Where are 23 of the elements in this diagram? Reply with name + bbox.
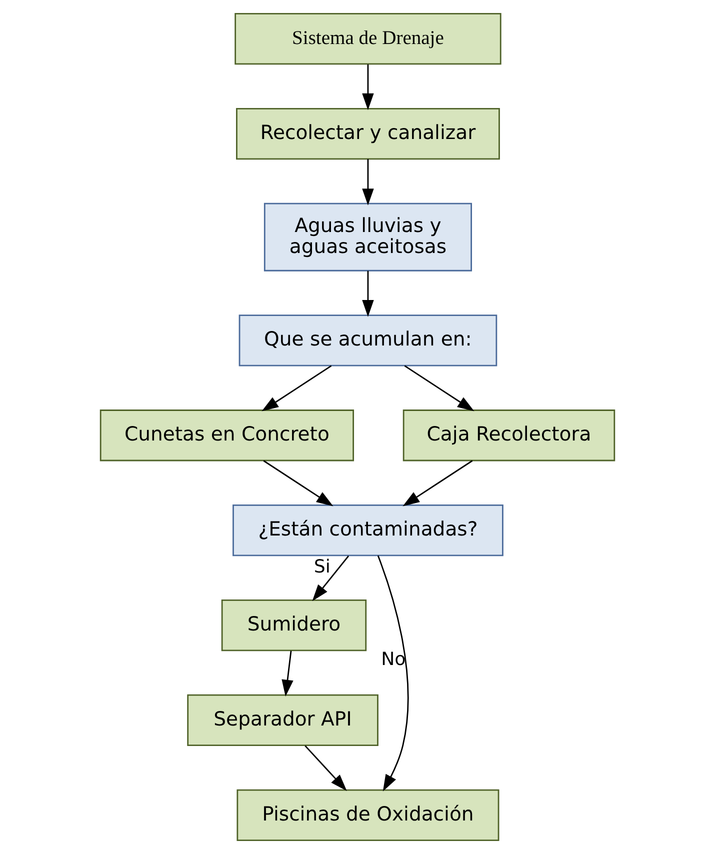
node-box: Sistema de Drenaje (234, 13, 502, 65)
node-box: Que se acumulan en: (238, 314, 498, 366)
arrow (402, 460, 473, 506)
arrow (362, 270, 374, 317)
arrow (362, 159, 374, 206)
arrow (362, 64, 374, 110)
arrow (312, 556, 350, 602)
node-box: Cunetas en Concreto (100, 410, 354, 462)
node-box: ¿Están contaminadas? (232, 504, 504, 556)
node-box: Recolectar y canalizar (236, 108, 500, 160)
arrow (404, 365, 474, 412)
edge-label: Si (314, 556, 330, 578)
arrow (304, 745, 347, 791)
node-box: Separador API (187, 694, 378, 746)
node-box: Caja Recolectora (402, 410, 616, 462)
arrow (282, 650, 294, 697)
node-box: Piscinas de Oxidación (236, 789, 500, 841)
node-box: Aguas lluvias y aguas aceitosas (264, 202, 472, 272)
arrow (263, 460, 334, 506)
arrow (262, 365, 332, 412)
node-box: Sumidero (221, 599, 367, 652)
edge-label: No (381, 649, 406, 670)
arrow (377, 555, 409, 792)
